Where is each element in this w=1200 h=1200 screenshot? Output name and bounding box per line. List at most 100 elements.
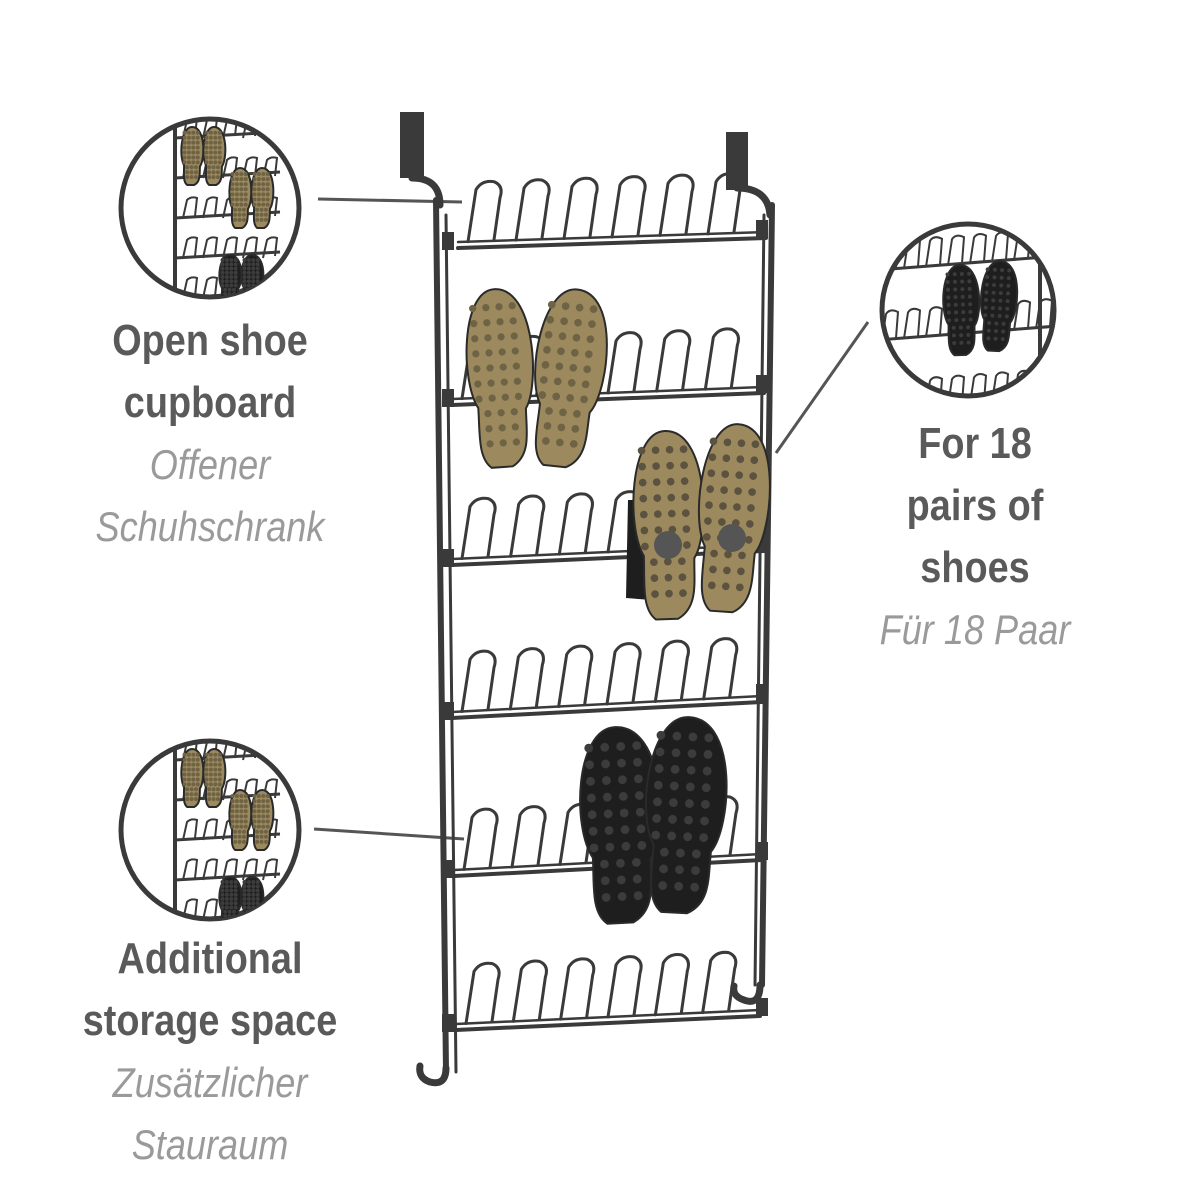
door-hook-right <box>726 132 748 190</box>
tread-dot <box>485 349 493 357</box>
tread-dot <box>265 182 270 187</box>
tread-dot <box>239 182 244 187</box>
tread-dot <box>241 207 246 212</box>
tread-dot <box>217 155 222 160</box>
tread-dot <box>230 197 235 202</box>
tread-dot <box>251 897 256 901</box>
tread-dot <box>656 730 666 740</box>
tread-dot <box>499 363 507 371</box>
tread-dot <box>253 287 258 292</box>
tread-dot <box>259 839 264 844</box>
tread-dot <box>650 558 658 567</box>
tread-dot <box>182 145 187 150</box>
tread-dot <box>255 266 260 271</box>
tread-dot <box>233 270 238 275</box>
tread-dot <box>230 824 235 829</box>
shelf-bar <box>450 700 764 720</box>
tread-dot <box>256 187 261 192</box>
tread-dot <box>204 150 209 155</box>
tread-dot <box>678 573 687 582</box>
black-shoe-pair <box>579 716 728 925</box>
tread-dot <box>204 777 209 782</box>
tread-dot <box>237 212 242 217</box>
tread-dot <box>573 409 581 418</box>
tread-dot <box>968 309 973 314</box>
tread-dot <box>189 175 194 180</box>
tan-shoe-pair <box>626 423 771 621</box>
tread-dot <box>569 363 578 372</box>
caption-en-line: storage space <box>82 996 338 1045</box>
tread-dot <box>251 270 256 275</box>
tread-dot <box>242 884 247 889</box>
tread-dot <box>704 517 712 525</box>
tread-dot <box>651 446 660 455</box>
tread-dot <box>229 270 234 275</box>
mini-wire <box>882 239 900 271</box>
tread-dot <box>239 819 244 824</box>
tread-dot <box>485 425 493 433</box>
tread-dot <box>735 583 744 592</box>
tread-dot <box>213 130 218 135</box>
tread-dot <box>255 901 260 906</box>
tread-dot <box>229 888 234 893</box>
tread-dot <box>251 880 256 884</box>
tread-dot <box>191 150 196 155</box>
mini-wire <box>969 233 988 264</box>
tread-dot <box>510 332 518 340</box>
tread-dot <box>687 749 697 758</box>
tread-dot <box>246 266 251 271</box>
tread-dot <box>256 182 261 187</box>
detail-circle-top-left <box>118 116 302 300</box>
tread-dot <box>241 212 246 217</box>
tread-dot <box>679 445 688 454</box>
tread-dot <box>966 340 971 345</box>
tread-dot <box>617 892 627 901</box>
tread-dot <box>242 901 247 906</box>
shelf-wire-loop <box>510 805 547 869</box>
tread-dot <box>541 361 550 369</box>
tread-dot <box>195 150 200 155</box>
tread-dot <box>585 760 595 770</box>
tread-dot <box>249 296 254 297</box>
tread-dot <box>224 283 229 288</box>
tread-dot <box>234 202 239 207</box>
tread-dot <box>259 212 264 217</box>
tread-dot <box>263 212 268 217</box>
tread-dot <box>256 794 261 798</box>
tread-dot <box>255 217 260 222</box>
tread-dot <box>217 777 222 782</box>
tread-dot <box>193 787 198 792</box>
tread-dot <box>1001 321 1006 326</box>
tread-dot <box>208 752 213 757</box>
tread-dot <box>601 892 611 902</box>
tread-dot <box>255 880 260 884</box>
tread-dot <box>229 897 234 901</box>
tread-dot <box>589 843 599 853</box>
tread-dot <box>182 150 187 155</box>
tread-dot <box>191 777 196 782</box>
tread-dot <box>721 582 730 591</box>
mini-wire <box>202 236 219 259</box>
tread-dot <box>186 777 191 782</box>
tread-dot <box>637 841 647 850</box>
shelf-bracket <box>442 389 454 407</box>
tread-dot <box>474 380 482 388</box>
tread-dot <box>189 797 194 802</box>
tread-dot <box>472 350 480 358</box>
tread-dot <box>253 292 258 296</box>
tread-dot <box>224 880 229 884</box>
tread-dot <box>211 175 216 180</box>
tread-dot <box>638 478 647 487</box>
tread-dot <box>186 140 191 145</box>
caption-de-line: Stauraum <box>131 1121 289 1168</box>
tread-dot <box>616 875 626 885</box>
tread-dot <box>998 298 1003 303</box>
tread-dot <box>473 365 481 373</box>
tread-dot <box>511 347 519 355</box>
tread-dot <box>186 135 191 140</box>
tread-dot <box>224 279 229 284</box>
mini-wire <box>262 858 279 881</box>
tread-dot <box>253 296 258 297</box>
shelf-row <box>442 637 768 720</box>
tread-dot <box>265 819 270 824</box>
